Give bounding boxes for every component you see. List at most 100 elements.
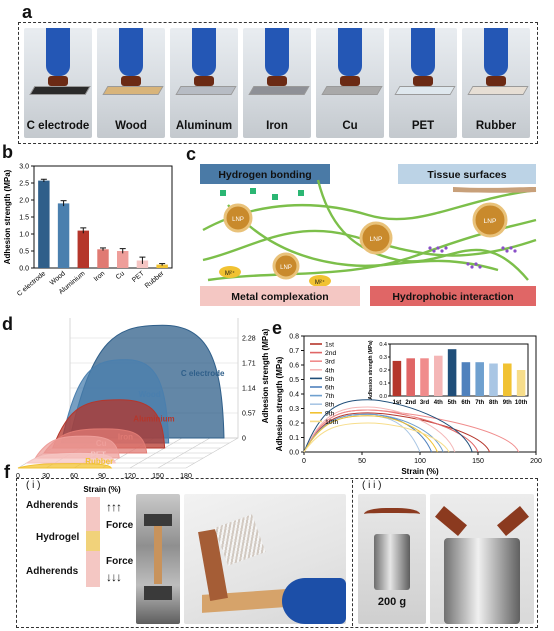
glove-finger (484, 28, 508, 76)
label-box-hydrogen-bonding (200, 164, 330, 184)
chart-d-curve (17, 463, 113, 469)
photo-sample-2: Aluminum (170, 28, 238, 138)
glove-finger (46, 28, 70, 76)
chart-d-ztick-label: 0 (242, 436, 246, 443)
chart-d-xtick-label: 180 (180, 473, 192, 480)
chart-d-series-label: Rubber (85, 457, 113, 466)
label-force-bottom: Force (106, 556, 134, 567)
chart-d-series-label: Aluminium (133, 414, 174, 423)
photo-hydrogel-fibers (214, 514, 266, 566)
chart-b-ytick-label: 1.0 (19, 232, 29, 239)
photo-label-1: Wood (115, 120, 147, 132)
hydrogel-dot (121, 76, 141, 86)
label-box-metal-complexation (200, 286, 360, 306)
label-adherends-bottom: Adherends (26, 566, 79, 577)
chart-e-inset-xtick-label: 3rd (420, 400, 430, 406)
chart-e-ytick-label: 0.8 (289, 334, 299, 341)
photo-sample-1: Wood (97, 28, 165, 138)
chart-b-ytick-label: 3.0 (19, 164, 29, 171)
chart-b-ylabel: Adhesion strength (MPa) (3, 169, 12, 264)
substrate-strip (321, 86, 383, 95)
chart-d-series-label: Cu (96, 439, 107, 448)
chart-b-xtick-label: PET (131, 270, 146, 284)
chart-e-inset-bar (516, 370, 526, 396)
panel-letter-c: c (186, 144, 197, 164)
chart-e-inset-bar (503, 363, 512, 396)
chart-e-legend-label: 7th (325, 393, 335, 400)
glove-finger (119, 28, 143, 76)
chart-e-series-line (303, 406, 456, 453)
chart-e-ytick-label: 0.6 (289, 363, 299, 370)
metal-ion-label-2: M²⁺ (315, 279, 325, 286)
glove-finger (411, 28, 435, 76)
chart-e-inset-xtick-label: 6th (461, 400, 470, 406)
chart-e-ytick-label: 0.4 (289, 392, 299, 399)
chart-e-inset-ytick-label: 0.4 (379, 342, 387, 348)
hydrogen-bond-markers (220, 188, 304, 200)
photo-label-2: Aluminum (175, 120, 233, 132)
photo-sample-0: C electrode (24, 28, 92, 138)
substrate-strip (102, 86, 164, 95)
chart-e-inset-bar (434, 355, 443, 396)
chart-e-legend-label: 5th (325, 376, 335, 383)
chart-b-bar (136, 260, 149, 268)
chart-e-legend-label: 10th (325, 419, 338, 426)
chart-e-inset-bar (461, 362, 471, 396)
lnp-label-4: LNP (280, 265, 292, 271)
label-metal-complexation: Metal complexation (231, 291, 328, 303)
chart-e-legend-label: 1st (325, 342, 334, 349)
photo-tensile-sample (154, 524, 162, 584)
panel-f-subtitle-i: ( i ) (26, 480, 41, 491)
photo-closeup-strap-right (497, 505, 529, 537)
hydrogel-dot (48, 76, 68, 86)
chart-d-xtick-label: 120 (124, 473, 136, 480)
chart-d-3d-curves: 030609012015018000.571.141.712.282.85Adh… (16, 318, 270, 494)
chart-e-inset-bar (447, 349, 457, 396)
photo-closeup-weight (444, 538, 520, 624)
hydrogel-dot (486, 76, 506, 86)
chart-e-inset-ytick-label: 0.2 (379, 368, 387, 374)
chart-e-ylabel: Adhesion strength (MPa) (275, 356, 284, 451)
schematic-adherend-top (86, 497, 100, 531)
photo-tensile-test (136, 494, 180, 624)
chart-b-ytick-label: 2.0 (19, 198, 29, 205)
photo-sample-3: Iron (243, 28, 311, 138)
chart-b-ytick-label: 1.5 (19, 215, 29, 222)
photo-weight-lift: 200 g (358, 494, 426, 624)
photo-tensile-clamp-bottom (144, 586, 172, 600)
chart-e-legend-label: 8th (325, 402, 335, 409)
chart-d-series-label: PET (91, 451, 107, 460)
chart-e-inset-xtick-label: 4th (434, 400, 443, 406)
photo-glove-hand (282, 578, 346, 624)
chart-b-bar (57, 203, 70, 268)
panel-letter-e: e (272, 318, 283, 338)
arrow-up-icon: ↑↑↑ (106, 500, 122, 514)
photo-label-6: Rubber (475, 120, 517, 132)
chart-e-inset-xtick-label: 1st (393, 400, 402, 406)
chart-e-inset-xtick-label: 5th (448, 400, 457, 406)
panel-f-subtitle-ii: ( i i ) (362, 480, 382, 491)
chart-e-inset-xtick-label: 2nd (405, 400, 416, 406)
metal-ion-1: M²⁺ (219, 266, 241, 278)
chart-e-series-line (303, 412, 491, 453)
chart-e-inset-ytick-label: 0.1 (379, 381, 387, 387)
panel-f-divider (352, 480, 353, 626)
chart-e-legend-label: 6th (325, 385, 335, 392)
chart-d-ztick-label: 1.71 (242, 361, 256, 368)
chart-b-xtick-label: Cu (115, 270, 126, 281)
chart-b-ytick-label: 0.5 (19, 249, 29, 256)
chart-b-ytick-label: 2.5 (19, 181, 29, 188)
lnp-particle-2: LNP (359, 221, 393, 255)
chart-d-xtick-label: 0 (16, 473, 20, 480)
chart-e-inset-xtick-label: 8th (489, 400, 498, 406)
chart-b-bar (156, 264, 168, 268)
chart-e-inset-bar (392, 360, 402, 396)
chart-b-bar (38, 180, 50, 268)
chart-b-bar (116, 251, 129, 268)
chart-b-xtick-label: Iron (93, 270, 107, 283)
substrate-strip (467, 86, 529, 95)
arrow-down-icon: ↓↓↓ (106, 570, 122, 584)
chart-e-xtick-label: 200 (530, 458, 542, 465)
chart-d-ztick-label: 0.57 (242, 411, 256, 418)
photo-wood-stretch (184, 494, 346, 624)
